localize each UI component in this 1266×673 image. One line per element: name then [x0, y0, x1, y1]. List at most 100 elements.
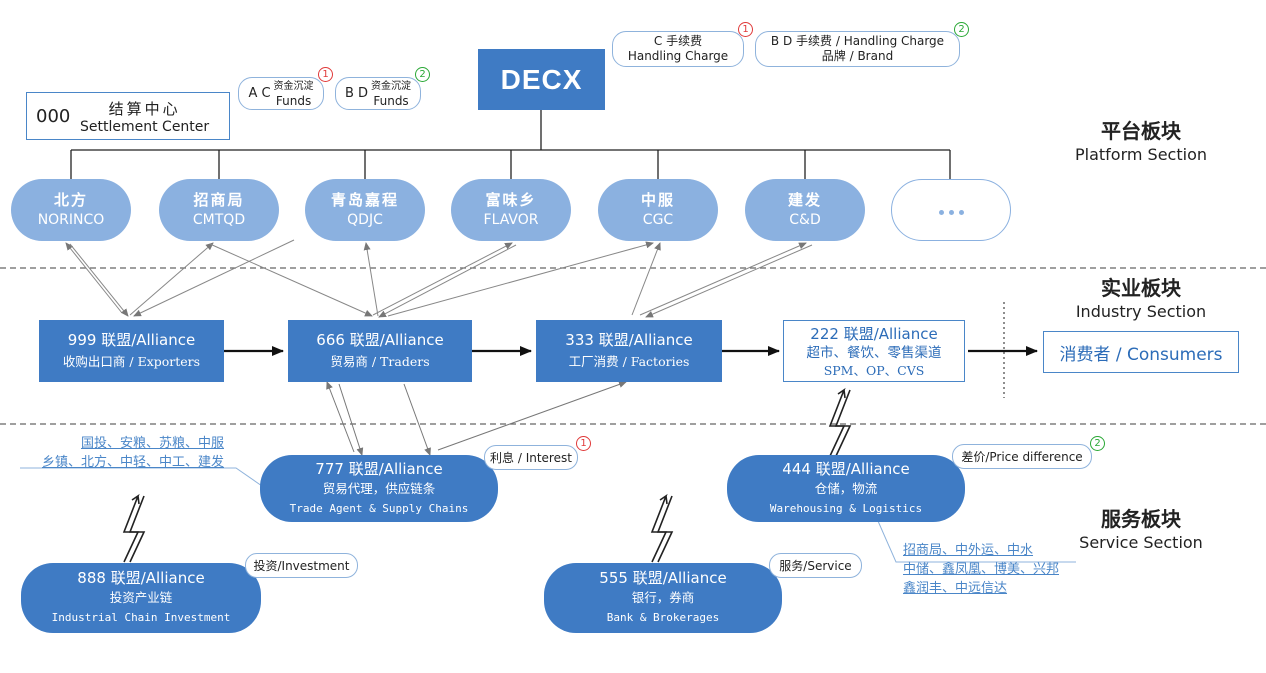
node-subtitle-en: SPM、OP、CVS	[823, 362, 925, 378]
tag-price-difference: 差价/Price difference	[952, 444, 1092, 469]
platform-node-qdjc: 青岛嘉程 QDJC	[305, 179, 425, 241]
member-line: 乡镇、北方、中轻、中工、建发	[41, 455, 224, 470]
warehouse-member-list: 招商局、中外运、中水 中储、鑫凤凰、博美、兴邦 鑫润丰、中远信达	[903, 541, 1093, 598]
decx-label: DECX	[500, 63, 583, 95]
node-subtitle-en: Industrial Chain Investment	[51, 611, 231, 624]
node-label-en: QDJC	[347, 212, 383, 228]
node-subtitle: 银行，券商	[631, 590, 695, 605]
member-line: 国投、安粮、苏粮、中服	[80, 436, 224, 451]
funds-box-ac: A C 资金沉淀 Funds	[238, 77, 324, 110]
funds-ac-en: Funds	[275, 93, 312, 108]
node-subtitle-en: Bank & Brokerages	[606, 611, 720, 624]
industry-node-retail: 222 联盟/Alliance 超市、餐饮、零售渠道 SPM、OP、CVS	[783, 320, 965, 382]
consumers-label: 消费者 / Consumers	[1059, 344, 1223, 365]
section-zh: 实业板块	[1101, 276, 1181, 300]
tag-service: 服务/Service	[769, 553, 862, 578]
funds-ac-zh: 资金沉淀	[273, 80, 314, 92]
service-node-trade: 777 联盟/Alliance 贸易代理，供应链条 Trade Agent & …	[260, 455, 498, 522]
industry-node-factories: 333 联盟/Alliance 工厂消费 / Factories	[536, 320, 722, 382]
industry-node-traders: 666 联盟/Alliance 贸易商 / Traders	[288, 320, 472, 382]
node-label-zh: 富味乡	[485, 191, 537, 209]
funds-bd-zh: 资金沉淀	[371, 80, 412, 92]
funds-bd-prefix: B D	[344, 86, 369, 101]
tag-investment: 投资/Investment	[245, 553, 358, 578]
node-title: 555 联盟/Alliance	[599, 569, 727, 587]
member-line: 招商局、中外运、中水	[903, 543, 1034, 558]
node-label-en: CGC	[642, 212, 674, 228]
fee-box-c: C 手续费 Handling Charge	[612, 31, 744, 67]
funds-bd-en: Funds	[373, 93, 409, 108]
node-label-zh: 中服	[640, 191, 675, 209]
platform-node-norinco: 北方 NORINCO	[11, 179, 131, 241]
section-en: Industry Section	[1075, 302, 1207, 321]
tag-label: 投资/Investment	[253, 559, 350, 573]
badge-green: 2	[415, 67, 430, 82]
section-zh: 平台板块	[1101, 119, 1181, 143]
node-subtitle: 超市、餐饮、零售渠道	[806, 344, 942, 361]
platform-node-flavor: 富味乡 FLAVOR	[451, 179, 571, 241]
section-label-service: 服务板块 Service Section	[1056, 506, 1226, 554]
node-subtitle-en: Warehousing & Logistics	[769, 501, 923, 515]
fee-c-line1: C 手续费	[653, 34, 703, 48]
fee-bd-line2: 品牌 / Brand	[821, 49, 894, 63]
node-title: 777 联盟/Alliance	[315, 459, 443, 478]
node-label-zh: 招商局	[193, 191, 245, 209]
badge-red: 1	[576, 436, 591, 451]
section-zh: 服务板块	[1101, 507, 1181, 531]
node-label-zh: 北方	[53, 191, 88, 209]
node-subtitle-en: Trade Agent & Supply Chains	[289, 501, 469, 515]
badge-red: 1	[738, 22, 753, 37]
node-subtitle: 收购出口商 / Exporters	[62, 354, 201, 369]
fee-box-bd: B D 手续费 / Handling Charge 品牌 / Brand	[755, 31, 960, 67]
node-label-en: FLAVOR	[483, 212, 539, 228]
node-label-en: NORINCO	[37, 212, 105, 228]
node-title: 999 联盟/Alliance	[67, 331, 196, 349]
node-label-zh: 青岛嘉程	[330, 191, 399, 209]
node-title: 222 联盟/Alliance	[810, 324, 938, 343]
node-title: 666 联盟/Alliance	[316, 331, 444, 349]
consumers-box: 消费者 / Consumers	[1043, 331, 1239, 373]
member-line: 鑫润丰、中远信达	[903, 581, 1008, 596]
service-node-bank: 555 联盟/Alliance 银行，券商 Bank & Brokerages	[544, 563, 782, 633]
platform-node-cgc: 中服 CGC	[598, 179, 718, 241]
badge-green: 2	[1090, 436, 1105, 451]
node-subtitle: 仓储，物流	[814, 480, 878, 496]
badge-green: 2	[954, 22, 969, 37]
section-en: Platform Section	[1074, 145, 1207, 164]
node-label-zh: 建发	[787, 191, 822, 209]
settlement-number: 000	[36, 105, 71, 127]
platform-node-more	[891, 179, 1011, 241]
section-label-industry: 实业板块 Industry Section	[1056, 275, 1226, 323]
section-label-platform: 平台板块 Platform Section	[1056, 118, 1226, 166]
platform-node-cmtqd: 招商局 CMTQD	[159, 179, 279, 241]
section-en: Service Section	[1079, 533, 1203, 552]
node-title: 333 联盟/Alliance	[565, 331, 693, 349]
node-title: 444 联盟/Alliance	[782, 459, 910, 478]
node-title: 888 联盟/Alliance	[77, 569, 205, 587]
node-subtitle: 投资产业链	[109, 590, 173, 605]
industry-node-exporters: 999 联盟/Alliance 收购出口商 / Exporters	[39, 320, 224, 382]
settlement-label-en: Settlement Center	[80, 118, 210, 135]
node-subtitle: 工厂消费 / Factories	[568, 354, 690, 369]
funds-ac-prefix: A C	[248, 86, 271, 101]
funds-box-bd: B D 资金沉淀 Funds	[335, 77, 421, 110]
tag-label: 差价/Price difference	[961, 450, 1083, 464]
tag-interest: 利息 / Interest	[484, 445, 578, 470]
trade-member-list: 国投、安粮、苏粮、中服 乡镇、北方、中轻、中工、建发	[16, 434, 224, 472]
fee-bd-line1: B D 手续费 / Handling Charge	[770, 34, 945, 48]
node-label-en: C&D	[789, 212, 821, 228]
ellipsis-icon	[936, 200, 966, 220]
node-label-en: CMTQD	[192, 212, 246, 228]
platform-node-cd: 建发 C&D	[745, 179, 865, 241]
member-line: 中储、鑫凤凰、博美、兴邦	[903, 562, 1060, 577]
fee-c-line2: Handling Charge	[627, 49, 729, 63]
tag-label: 利息 / Interest	[490, 451, 572, 465]
node-subtitle: 贸易代理，供应链条	[322, 480, 436, 496]
service-node-investment: 888 联盟/Alliance 投资产业链 Industrial Chain I…	[21, 563, 261, 633]
badge-red: 1	[318, 67, 333, 82]
tag-label: 服务/Service	[779, 559, 852, 573]
decx-box: DECX	[478, 49, 605, 110]
service-node-warehouse: 444 联盟/Alliance 仓储，物流 Warehousing & Logi…	[727, 455, 965, 522]
settlement-label-zh: 结算中心	[108, 99, 181, 118]
